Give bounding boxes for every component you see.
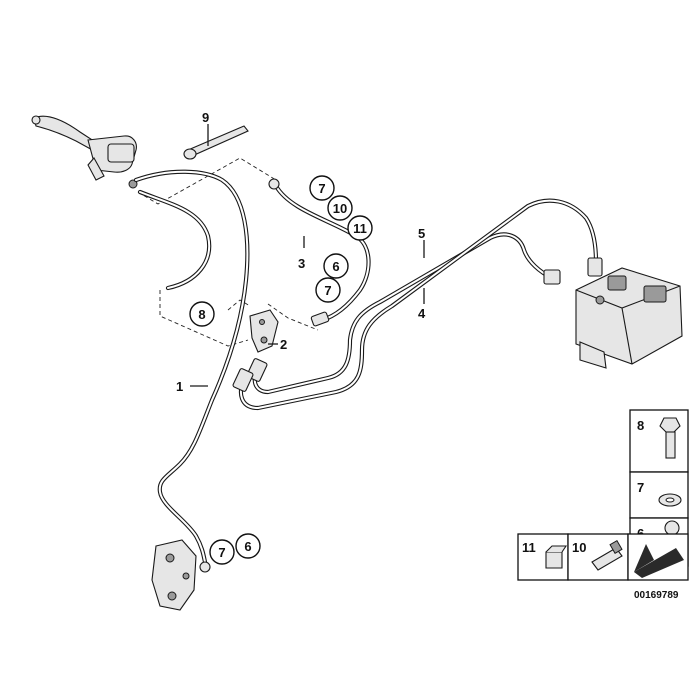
callout-1: 1 (176, 379, 183, 394)
legend-label-7: 7 (637, 480, 644, 495)
brake-caliper (151, 539, 211, 611)
callout-3: 3 (298, 256, 305, 271)
circled-callout-bottom-7-text: 7 (218, 545, 225, 560)
circled-callout-top-7: 7 (309, 175, 335, 201)
reference-number: 00169789 (634, 590, 679, 601)
circled-callout-top-10-text: 10 (333, 201, 347, 216)
direction-arrow-icon (634, 544, 684, 578)
callout-9: 9 (202, 110, 209, 125)
circled-callout-mid-7-text: 7 (324, 283, 331, 298)
circled-callout-mid-7: 7 (315, 277, 341, 303)
legend-label-8: 8 (637, 418, 644, 433)
circled-callout-top-11: 11 (347, 215, 373, 241)
circled-callout-top-11-text: 11 (353, 221, 367, 236)
circled-callout-top-10: 10 (327, 195, 353, 221)
legend-label-10: 10 (572, 540, 586, 555)
circled-callout-top-7-text: 7 (318, 181, 325, 196)
brake-lever (31, 115, 138, 189)
bleed-valve-icon (591, 539, 623, 571)
circled-callout-bottom-6: 6 (235, 533, 261, 559)
leader-lines (190, 124, 425, 387)
assembly-guide-lines (137, 157, 319, 347)
line-bracket (249, 309, 279, 353)
circled-callout-mid-6: 6 (323, 253, 349, 279)
callout-4: 4 (418, 306, 426, 321)
callout-2: 2 (280, 337, 287, 352)
legend-label-11: 11 (522, 540, 536, 555)
bolt-icon (659, 417, 681, 459)
cable-tie (183, 125, 249, 160)
hardware-legend-bottom: 11 10 (517, 533, 689, 581)
washer-icon (658, 493, 682, 507)
circled-callout-left-8-text: 8 (198, 307, 205, 322)
dust-cap-icon (545, 545, 568, 569)
circled-callout-bottom-7: 7 (209, 539, 235, 565)
brake-line-3 (268, 178, 371, 327)
circled-callout-left-8: 8 (189, 301, 215, 327)
brake-lines-4-5 (232, 198, 603, 411)
callout-5: 5 (418, 226, 425, 241)
abs-unit (575, 267, 683, 369)
circled-callout-bottom-6-text: 6 (244, 539, 251, 554)
circled-callout-mid-6-text: 6 (332, 259, 339, 274)
brake-line-1 (133, 169, 250, 569)
